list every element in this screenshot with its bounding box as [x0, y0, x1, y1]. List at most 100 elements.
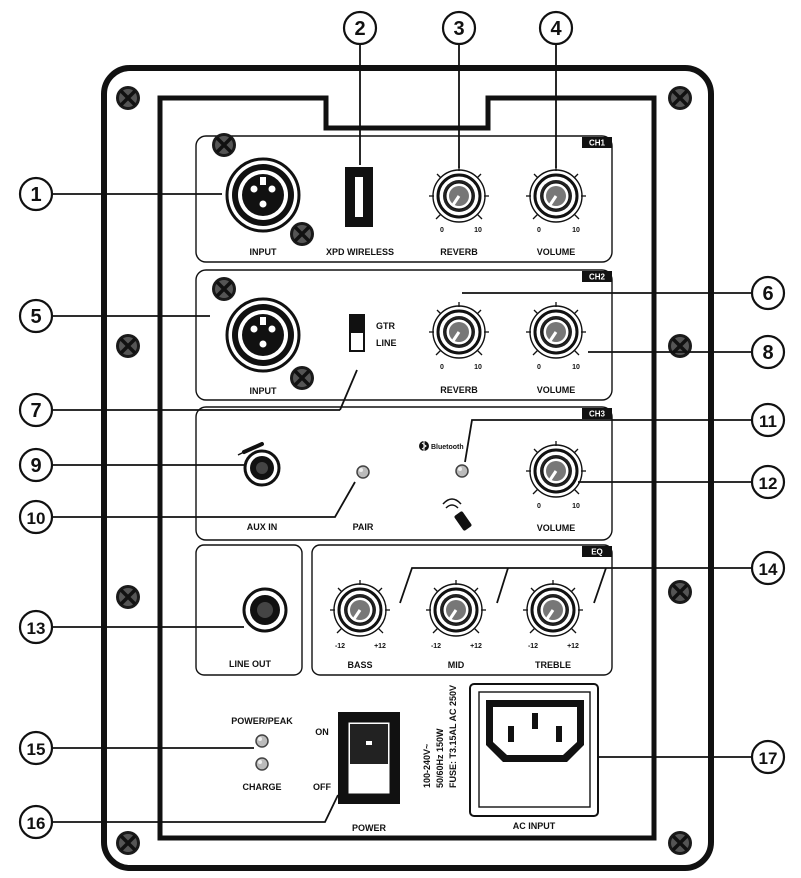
ac-input-label: AC INPUT	[513, 821, 556, 831]
svg-text:10: 10	[572, 364, 580, 371]
ch1-input-label: INPUT	[250, 247, 278, 257]
combo-jack-icon[interactable]	[225, 157, 301, 233]
ch3-volume-label: VOLUME	[537, 523, 576, 533]
ch2-switch-gtr: GTR	[376, 321, 395, 331]
callout-14: 14	[750, 550, 786, 586]
svg-text:0: 0	[537, 364, 541, 371]
svg-text:+12: +12	[567, 643, 579, 650]
svg-text:0: 0	[537, 503, 541, 510]
led-icon	[455, 464, 469, 478]
charge-label: CHARGE	[242, 782, 281, 792]
power-on-label: ON	[315, 727, 329, 737]
plug-icon	[237, 442, 264, 456]
screw-icon	[114, 84, 142, 112]
ch2-tag: CH2	[589, 273, 606, 282]
screw-icon	[288, 220, 316, 248]
usb-port-icon[interactable]	[345, 167, 373, 227]
eq-section	[311, 544, 613, 676]
led-icon	[255, 757, 269, 771]
eq-tag: EQ	[591, 548, 603, 557]
screw-icon	[210, 275, 238, 303]
ch1-tag: CH1	[589, 139, 606, 148]
callout-number: 7	[30, 400, 41, 422]
remote-icon	[442, 498, 472, 531]
aux-in-label: AUX IN	[247, 522, 278, 532]
callout-17: 17	[750, 739, 786, 775]
screw-icon	[666, 84, 694, 112]
toggle-switch-icon[interactable]	[349, 314, 365, 352]
callout-number: 13	[27, 619, 46, 638]
rocker-switch-icon[interactable]	[338, 712, 400, 804]
rating-text: 100-240V~ 50/60Hz 150W FUSE: T3.15AL AC …	[422, 685, 458, 788]
svg-text:50/60Hz 150W: 50/60Hz 150W	[435, 728, 445, 788]
svg-text:10: 10	[572, 503, 580, 510]
svg-text:+12: +12	[374, 643, 386, 650]
screw-icon	[114, 332, 142, 360]
power-off-label: OFF	[313, 782, 331, 792]
led-icon[interactable]	[356, 465, 370, 479]
callout-8: 8	[750, 334, 786, 370]
ch2-reverb-label: REVERB	[440, 385, 478, 395]
screw-icon	[288, 364, 316, 392]
screw-icon	[666, 332, 694, 360]
combo-jack-icon[interactable]	[225, 297, 301, 373]
callout-leaders	[53, 44, 752, 823]
callout-12: 12	[750, 464, 786, 500]
callout-number: 11	[759, 412, 777, 431]
pair-label: PAIR	[353, 522, 374, 532]
callout-number: 12	[759, 474, 778, 493]
ch3-tag: CH3	[589, 410, 606, 419]
svg-text:0: 0	[440, 364, 444, 371]
callout-number: 6	[762, 283, 773, 305]
callout-number: 9	[30, 455, 41, 477]
ch2-input-label: INPUT	[250, 386, 278, 396]
callout-10: 10	[18, 499, 54, 535]
ch2-switch-line: LINE	[376, 338, 397, 348]
callout-number: 15	[27, 740, 46, 759]
svg-text:0: 0	[537, 227, 541, 234]
callout-number: 3	[453, 18, 464, 40]
callout-11: 11	[750, 402, 786, 438]
screw-icon	[114, 583, 142, 611]
power-peak-label: POWER/PEAK	[231, 716, 293, 726]
callout-6: 6	[750, 275, 786, 311]
callout-9: 9	[18, 447, 54, 483]
svg-text:10: 10	[474, 364, 482, 371]
ch1-volume-label: VOLUME	[537, 247, 576, 257]
ch1-reverb-label: REVERB	[440, 247, 478, 257]
callout-number: 1	[30, 184, 41, 206]
screw-icon	[114, 829, 142, 857]
ch2-section	[195, 269, 613, 401]
jack-icon[interactable]	[243, 449, 281, 487]
callout-number: 17	[759, 749, 778, 768]
svg-text:-12: -12	[528, 643, 538, 650]
screw-icon	[210, 131, 238, 159]
callout-13: 13	[18, 609, 54, 645]
callout-number: 10	[27, 509, 46, 528]
svg-text:10: 10	[474, 227, 482, 234]
line-out-section	[195, 544, 303, 676]
eq-mid-label: MID	[448, 660, 465, 670]
callout-number: 5	[30, 306, 41, 328]
line-out-label: LINE OUT	[229, 659, 272, 669]
svg-text:100-240V~: 100-240V~	[422, 744, 432, 788]
iec-socket-icon[interactable]	[469, 683, 599, 817]
callout-3: 3	[441, 10, 477, 46]
eq-bass-label: BASS	[347, 660, 372, 670]
power-switch-label: POWER	[352, 823, 387, 833]
callout-5: 5	[18, 298, 54, 334]
ch2-volume-label: VOLUME	[537, 385, 576, 395]
bluetooth-icon	[419, 441, 429, 451]
jack-icon[interactable]	[242, 587, 288, 633]
screw-icon	[666, 578, 694, 606]
ch3-section	[195, 406, 613, 541]
eq-treble-label: TREBLE	[535, 660, 571, 670]
ch1-wireless-label: XPD WIRELESS	[326, 247, 394, 257]
callout-number: 16	[27, 814, 46, 833]
ch1-section	[195, 135, 613, 263]
callout-2: 2	[342, 10, 378, 46]
callout-1: 1	[18, 176, 54, 212]
callout-4: 4	[538, 10, 574, 46]
svg-text:-12: -12	[431, 643, 441, 650]
